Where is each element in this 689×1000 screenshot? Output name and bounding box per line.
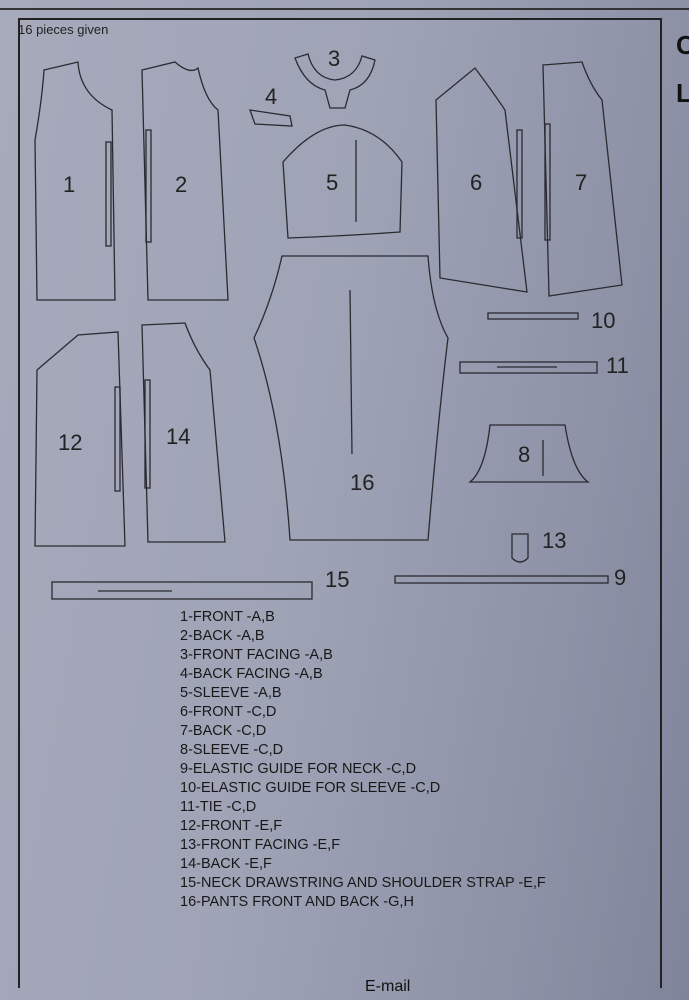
piece-8-outline xyxy=(468,424,590,483)
piece-10-number: 10 xyxy=(591,308,615,333)
legend-item: 6-FRONT -C,D xyxy=(180,704,277,720)
side-letter-bottom: L xyxy=(676,78,689,108)
legend-item: 14-BACK -E,F xyxy=(180,856,272,872)
piece-2-outline xyxy=(141,61,229,301)
legend-item: 15-NECK DRAWSTRING AND SHOULDER STRAP -E… xyxy=(180,875,546,891)
layout-frame xyxy=(18,18,662,988)
piece-1-grainline xyxy=(105,141,112,247)
piece-3-outline xyxy=(294,53,376,109)
piece-3-number: 3 xyxy=(328,46,340,71)
piece-7-grainline xyxy=(544,123,551,241)
piece-4-number: 4 xyxy=(265,84,277,109)
legend-item: 10-ELASTIC GUIDE FOR SLEEVE -C,D xyxy=(180,780,441,796)
piece-16-number: 16 xyxy=(350,470,374,495)
piece-7-outline xyxy=(542,61,623,297)
side-letter-top: C xyxy=(676,30,689,60)
legend-item: 9-ELASTIC GUIDE FOR NECK -C,D xyxy=(180,761,417,777)
legend-item: 4-BACK FACING -A,B xyxy=(180,666,323,682)
piece-16-outline xyxy=(253,255,449,541)
piece-1-outline xyxy=(34,61,116,301)
legend-item: 1-FRONT -A,B xyxy=(180,609,275,625)
piece-6-outline xyxy=(435,67,528,293)
legend-item: 13-FRONT FACING -E,F xyxy=(180,837,341,853)
legend-item: 3-FRONT FACING -A,B xyxy=(180,647,333,663)
legend-item: 5-SLEEVE -A,B xyxy=(180,685,282,701)
pieces-caption: 16 pieces given xyxy=(18,22,109,37)
piece-14-grainline xyxy=(144,379,151,489)
piece-15-number: 15 xyxy=(325,567,349,592)
piece-2-number: 2 xyxy=(175,172,187,197)
piece-4-outline xyxy=(249,109,293,127)
piece-14-outline xyxy=(141,322,226,543)
footer-email: E-mail xyxy=(365,978,411,995)
legend-item: 2-BACK -A,B xyxy=(180,628,265,644)
piece-2-grainline xyxy=(145,129,152,243)
piece-12-outline xyxy=(34,331,126,547)
piece-legend: 1-FRONT -A,B 2-BACK -A,B 3-FRONT FACING … xyxy=(180,608,660,912)
legend-item: 8-SLEEVE -C,D xyxy=(180,742,284,758)
piece-9-number: 9 xyxy=(614,565,626,590)
legend-item: 16-PANTS FRONT AND BACK -G,H xyxy=(180,894,414,910)
piece-15-outline xyxy=(51,581,313,600)
legend-item: 7-BACK -C,D xyxy=(180,723,267,739)
piece-6-number: 6 xyxy=(470,170,482,195)
piece-5-number: 5 xyxy=(326,170,338,195)
legend-item: 12-FRONT -E,F xyxy=(180,818,283,834)
piece-8-number: 8 xyxy=(518,442,530,467)
piece-13-outline xyxy=(511,533,529,563)
piece-14-number: 14 xyxy=(166,424,190,449)
piece-6-grainline xyxy=(516,129,523,239)
piece-13-number: 13 xyxy=(542,528,566,553)
piece-12-grainline xyxy=(114,386,121,492)
legend-item: 11-TIE -C,D xyxy=(180,799,257,815)
piece-11-number: 11 xyxy=(606,353,629,378)
piece-16-grainline xyxy=(349,289,353,455)
piece-5-outline xyxy=(282,124,403,239)
top-rule xyxy=(0,8,689,10)
piece-1-number: 1 xyxy=(63,172,75,197)
piece-11-outline xyxy=(459,361,598,374)
piece-12-number: 12 xyxy=(58,430,82,455)
piece-9-outline xyxy=(394,575,609,584)
piece-10-outline xyxy=(487,312,579,320)
piece-7-number: 7 xyxy=(575,170,587,195)
